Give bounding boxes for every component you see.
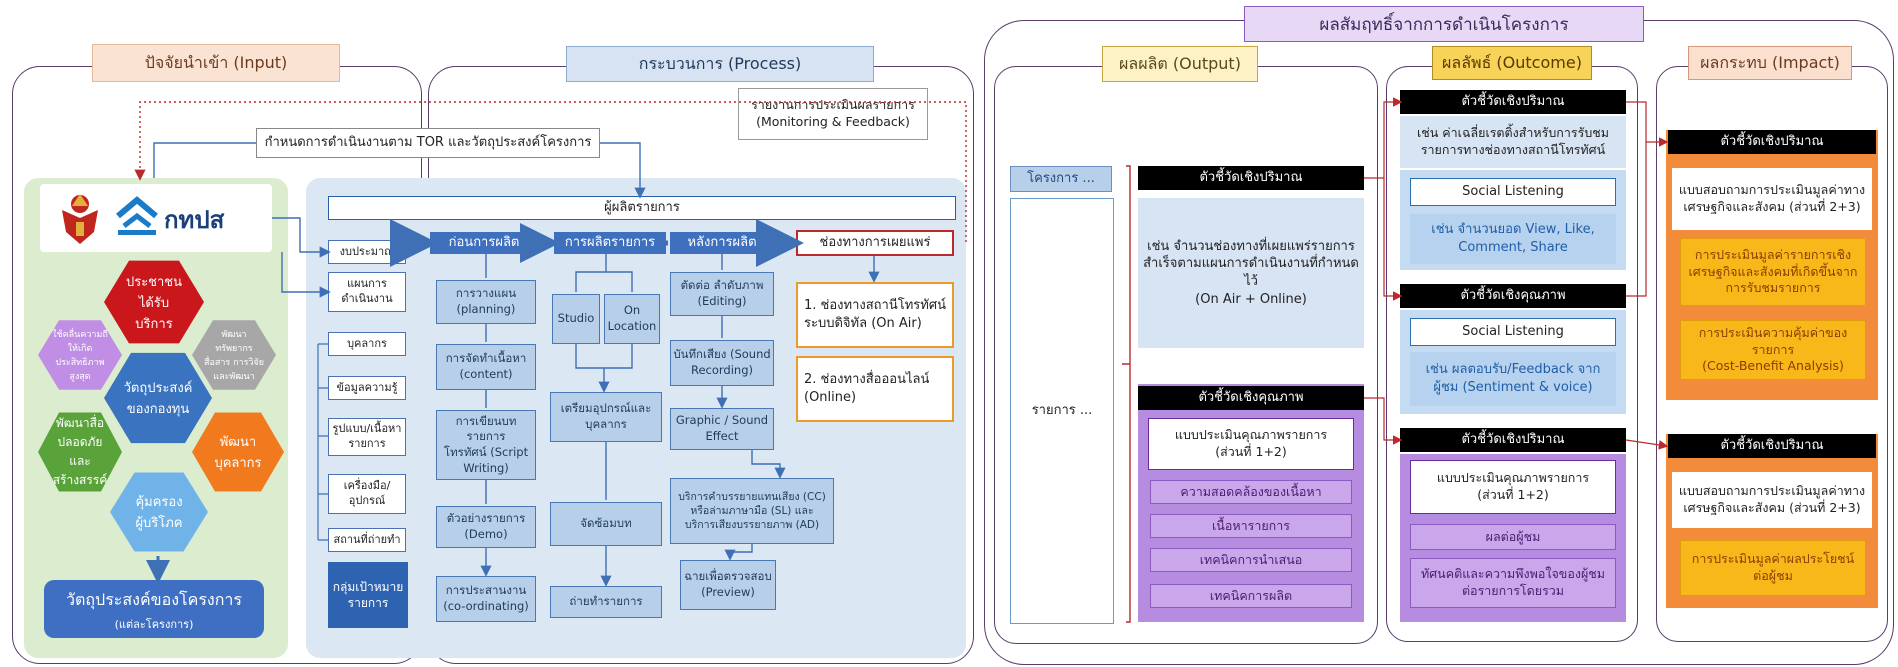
btfp-logo-icon [114, 196, 160, 236]
outcome-item-1: ผลต่อผู้ชม [1410, 524, 1616, 550]
impact-yellow-1: การประเมินมูลค่ารายการเชิง เศรษฐกิจและสั… [1680, 238, 1866, 306]
input-title: ปัจจัยนำเข้า (Input) [92, 44, 340, 82]
outcome-form: แบบประเมินคุณภาพรายการ (ส่วนที่ 1+2) [1410, 460, 1616, 514]
outcome-social-1: Social Listening [1410, 178, 1616, 206]
outcome-social-1-text: เช่น จำนวนยอด View, Like, Comment, Share [1410, 214, 1616, 264]
pre-demo: ตัวอย่างรายการ (Demo) [436, 506, 536, 548]
side-equipment: เครื่องมือ/ อุปกรณ์ [328, 474, 406, 514]
output-title: ผลผลิต (Output) [1102, 46, 1258, 82]
side-personnel: บุคลากร [328, 332, 406, 356]
post-preview: ฉายเพื่อตรวจสอบ (Preview) [680, 560, 776, 610]
project-tab: โครงการ ... [1010, 166, 1112, 192]
channel-header: ช่องทางการเผยแพร่ [796, 230, 954, 256]
channel-on-air: 1. ช่องทางสถานีโทรทัศน์ ระบบดิจิทัล (On … [796, 282, 954, 348]
outcome-social-2-text: เช่น ผลตอบรับ/Feedback จาก ผู้ชม (Sentim… [1410, 352, 1616, 406]
outcome-social-2: Social Listening [1410, 318, 1616, 346]
pre-planning: การวางแผน (planning) [436, 280, 536, 324]
output-qual-header: ตัวชี้วัดเชิงคุณภาพ [1138, 386, 1364, 410]
objective-box: วัตถุประสงค์ของโครงการ (แต่ละโครงการ) [44, 580, 264, 638]
side-knowledge: ข้อมูลความรู้ [328, 376, 406, 400]
impact-survey-2: แบบสอบถามการประเมินมูลค่าทาง เศรษฐกิจและ… [1672, 472, 1872, 528]
outcome-quant-header: ตัวชี้วัดเชิงปริมาณ [1400, 90, 1626, 114]
impact-header-1: ตัวชี้วัดเชิงปริมาณ [1668, 130, 1876, 154]
garuda-emblem-icon [58, 188, 102, 246]
objective-sub: (แต่ละโครงการ) [114, 618, 194, 631]
prod-prepare: เตรียมอุปกรณ์และ บุคลากร [550, 392, 662, 442]
impact-yellow-2: การประเมินความคุ้มค่าของรายการ (Cost-Ben… [1680, 320, 1866, 380]
pre-coordinating: การประสานงาน (co-ordinating) [436, 576, 536, 622]
impact-yellow-3: การประเมินมูลค่าผลประโยชน์ ต่อผู้ชม [1680, 540, 1866, 596]
hex-fund-objective: วัตถุประสงค์ ของกองทุน [104, 352, 212, 444]
outcome-item-2: ทัศนคติและความพึงพอใจของผู้ชม ต่อรายการโ… [1410, 558, 1616, 608]
target-group-box: กลุ่มเป้าหมาย รายการ [328, 562, 408, 628]
output-quant-header: ตัวชี้วัดเชิงปริมาณ [1138, 166, 1364, 190]
output-qual-form: แบบประเมินคุณภาพรายการ (ส่วนที่ 1+2) [1148, 418, 1354, 470]
side-location: สถานที่ถ่ายทำ [328, 528, 406, 552]
side-format: รูปแบบ/เนื้อหา รายการ [328, 418, 406, 456]
output-qual-item-4: เทคนิคการผลิต [1150, 584, 1352, 608]
outcome-quant-text: เช่น ค่าเฉลี่ยเรตติ้งสำหรับการรับชม รายก… [1400, 116, 1626, 168]
objective-title: วัตถุประสงค์ของโครงการ [65, 590, 242, 609]
phase-post: หลังการผลิต [670, 232, 774, 254]
post-editing: ตัดต่อ ลำดับภาพ (Editing) [670, 272, 774, 316]
pre-script: การเขียนบทรายการ โทรทัศน์ (Script Writin… [436, 410, 536, 480]
phase-pre: ก่อนการผลิต [430, 232, 538, 254]
results-title: ผลสัมฤทธิ์จากการดำเนินโครงการ [1244, 6, 1644, 42]
phase-prod: การผลิตรายการ [554, 232, 666, 254]
post-captions: บริการคำบรรยายแทนเสียง (CC) หรือล่ามภาษา… [670, 478, 834, 544]
outcome-quant2-header: ตัวชี้วัดเชิงปริมาณ [1400, 428, 1626, 452]
prod-rehearse: จัดซ้อมบท [550, 502, 662, 546]
pre-content: การจัดทำเนื้อหา (content) [436, 344, 536, 390]
outcome-title: ผลลัพธ์ (Outcome) [1432, 46, 1592, 80]
monitoring-box: รายงานการประเมินผลรายการ (Monitoring & F… [738, 88, 928, 140]
tor-box: กำหนดการดำเนินงานตาม TOR และวัตถุประสงค์… [256, 128, 600, 158]
impact-title: ผลกระทบ (Impact) [1688, 46, 1852, 80]
outcome-qual-header: ตัวชี้วัดเชิงคุณภาพ [1400, 284, 1626, 308]
impact-header-2: ตัวชี้วัดเชิงปริมาณ [1668, 434, 1876, 458]
impact-survey-1: แบบสอบถามการประเมินมูลค่าทาง เศรษฐกิจและ… [1672, 168, 1872, 230]
logo-text: กทปส [164, 206, 225, 234]
prod-location: On Location [604, 294, 660, 344]
post-sound: บันทึกเสียง (Sound Recording) [670, 340, 774, 386]
output-qual-item-3: เทคนิคการนำเสนอ [1150, 548, 1352, 572]
process-title: กระบวนการ (Process) [566, 46, 874, 82]
output-quant-text: เช่น จำนวนช่องทางที่เผยแพร่รายการ สำเร็จ… [1138, 198, 1364, 348]
output-qual-item-1: ความสอดคล้องของเนื้อหา [1150, 480, 1352, 504]
prod-studio: Studio [552, 294, 600, 344]
program-box: รายการ ... [1010, 198, 1114, 624]
channel-online: 2. ช่องทางสื่อออนไลน์ (Online) [796, 356, 954, 422]
output-qual-item-2: เนื้อหารายการ [1150, 514, 1352, 538]
